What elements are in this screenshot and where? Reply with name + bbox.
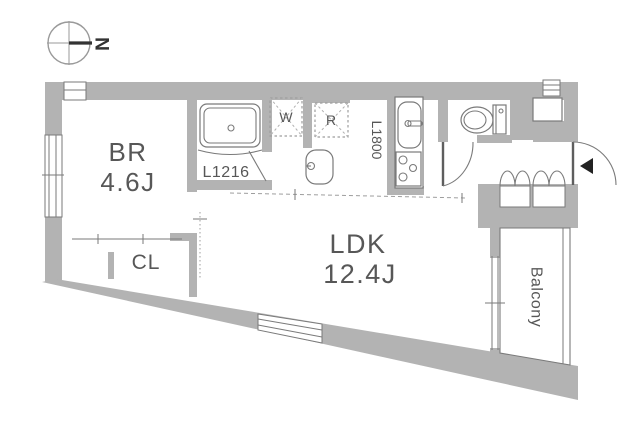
bedroom-label: BR — [108, 137, 147, 167]
wall-closet-divider — [108, 252, 114, 279]
shoe-cabinet-door-arc — [499, 170, 516, 187]
ldk-size: 12.4J — [323, 259, 397, 289]
wall-bedroom-right — [187, 100, 197, 192]
kitchen-size-label: L1800 — [369, 121, 385, 160]
washbasin-icon — [305, 149, 334, 185]
bedroom-size: 4.6J — [100, 167, 155, 197]
fridge-space — [314, 102, 349, 138]
bath-door — [248, 150, 267, 182]
window-top-left — [63, 81, 87, 101]
kitchen-sink-icon — [397, 101, 422, 149]
kitchen-faucet — [407, 120, 423, 127]
closet-label: CL — [132, 251, 161, 274]
wall-closet-right — [189, 233, 197, 297]
wall-wc-bottom — [477, 135, 512, 143]
fridge-label: R — [326, 112, 336, 128]
wall-kitchen-back — [387, 100, 395, 188]
wall-closet-jog — [170, 233, 197, 241]
interior-lines — [72, 189, 467, 280]
bathtub-drain — [227, 124, 235, 132]
bathroom — [197, 103, 267, 182]
wall-wc-right — [510, 100, 533, 140]
wall-washer-fridge-divider — [303, 100, 312, 148]
wall-below-balcony-window — [490, 348, 500, 356]
ldk-label: LDK — [329, 229, 386, 259]
wall-above-fridge — [312, 95, 350, 103]
entrance-marker-triangle — [580, 158, 593, 174]
entrance-door-arc — [572, 141, 617, 186]
balcony-label: Balcony — [528, 267, 545, 327]
wall-bath-right — [262, 95, 272, 152]
ldk-hall-boundary — [229, 192, 467, 199]
room-labels: BR 4.6J LDK 12.4J CL L1216 W R L1800 Bal… — [100, 109, 544, 327]
bathtub-deck-line — [197, 149, 263, 155]
wall-above-balcony-window — [490, 228, 500, 258]
toilet-room — [441, 104, 507, 187]
window-left-wall — [42, 134, 64, 218]
window-bottom-slanted — [257, 313, 323, 344]
wall-wc-left — [438, 97, 448, 142]
bath-size-label: L1216 — [203, 164, 250, 181]
washer-label: W — [279, 109, 293, 125]
wall-kitchen-end — [387, 186, 424, 195]
washer-space — [269, 97, 303, 137]
shoe-cabinet — [499, 170, 566, 208]
wall-right-upper — [564, 82, 578, 142]
balcony — [499, 227, 571, 366]
balcony-outline — [499, 227, 571, 366]
wall-bath-bottom — [190, 180, 272, 190]
kitchen-counter — [394, 96, 424, 189]
north-label: N — [91, 37, 112, 51]
hall-cabinet — [532, 97, 563, 122]
compass: N — [47, 21, 112, 65]
wall-under-cabinet — [533, 121, 566, 142]
meter-box — [542, 79, 561, 97]
balcony-window — [485, 256, 505, 350]
windows — [42, 79, 561, 350]
wall-top — [45, 82, 578, 100]
entrance — [499, 141, 617, 208]
toilet-door-arc — [442, 141, 474, 187]
